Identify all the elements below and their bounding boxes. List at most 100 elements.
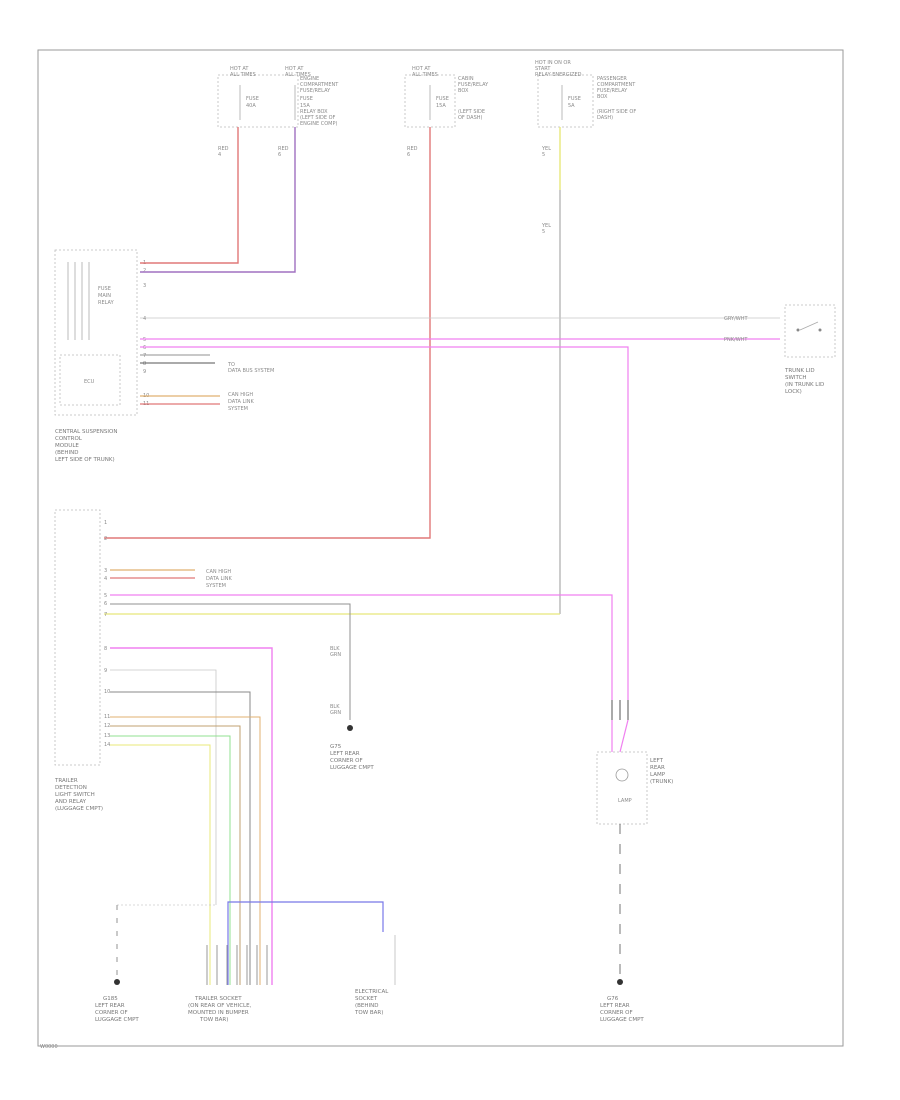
module-1-pins: 1 2 3 4 5 6 7 8 9 10 11 (143, 260, 149, 407)
svg-text:2: 2 (143, 268, 146, 274)
svg-text:MOUNTED IN BUMPER: MOUNTED IN BUMPER (188, 1010, 249, 1016)
svg-text:LEFT REAR: LEFT REAR (600, 1003, 630, 1009)
svg-text:RELAY: RELAY (98, 300, 115, 306)
svg-text:5: 5 (104, 593, 107, 599)
svg-text:15A: 15A (436, 103, 446, 109)
svg-text:2: 2 (104, 536, 107, 542)
svg-text:8: 8 (104, 646, 107, 652)
svg-text:6: 6 (104, 601, 107, 607)
svg-text:CONTROL: CONTROL (55, 436, 83, 442)
wire-orange-t11 (110, 716, 261, 985)
svg-text:11: 11 (104, 714, 110, 720)
svg-text:3: 3 (104, 568, 107, 574)
svg-text:14: 14 (104, 742, 110, 748)
svg-text:6: 6 (407, 152, 410, 158)
wire-green-t13 (110, 735, 231, 985)
fuse-block-3: HOT IN ON OR START RELAY ENERGIZED FUSE … (535, 60, 636, 128)
svg-text:CORNER OF: CORNER OF (330, 758, 363, 764)
svg-text:3: 3 (143, 283, 146, 289)
svg-text:GRN: GRN (330, 652, 341, 658)
svg-text:LEFT REAR: LEFT REAR (330, 751, 360, 757)
svg-text:CENTRAL SUSPENSION: CENTRAL SUSPENSION (55, 429, 117, 435)
svg-text:(LUGGAGE CMPT): (LUGGAGE CMPT) (55, 806, 103, 812)
trailer-module: TRAILER DETECTION LIGHT SWITCH AND RELAY… (54, 509, 103, 812)
svg-text:YEL: YEL (541, 146, 551, 152)
svg-text:GRY/WHT: GRY/WHT (724, 316, 748, 322)
svg-text:SWITCH: SWITCH (785, 375, 807, 381)
svg-text:G76: G76 (607, 996, 619, 1002)
svg-text:BOX: BOX (597, 94, 608, 100)
svg-text:(LEFT SIDE: (LEFT SIDE (458, 109, 485, 115)
wire-pink-t8 (110, 647, 273, 985)
svg-text:SYSTEM: SYSTEM (206, 583, 226, 589)
svg-text:REAR: REAR (650, 765, 665, 771)
svg-text:8: 8 (143, 361, 146, 367)
electric-socket: ELECTRICAL SOCKET (BEHIND TOW BAR) (354, 935, 396, 1016)
trailer-connector: TRAILER SOCKET (ON REAR OF VEHICLE, MOUN… (188, 945, 268, 1023)
wire-yellow-t14 (110, 744, 211, 985)
svg-text:HOT AT: HOT AT (285, 66, 304, 72)
svg-text:LIGHT SWITCH: LIGHT SWITCH (55, 792, 95, 798)
svg-text:4: 4 (143, 316, 146, 322)
svg-text:SYSTEM: SYSTEM (228, 406, 248, 412)
trailer-module-pins: 1 2 3 4 5 6 7 8 9 10 11 12 13 14 (104, 520, 110, 748)
ground-g1: BLK GRN BLK GRN G75 LEFT REAR CORNER OF … (330, 646, 374, 771)
svg-text:ALL TIMES: ALL TIMES (412, 72, 438, 78)
svg-text:HOT IN ON OR: HOT IN ON OR (535, 60, 571, 66)
svg-text:6: 6 (278, 152, 281, 158)
svg-text:CAN HIGH: CAN HIGH (228, 392, 253, 398)
svg-text:TRUNK LID: TRUNK LID (784, 368, 815, 374)
svg-text:7: 7 (143, 353, 146, 359)
svg-text:CORNER OF: CORNER OF (95, 1010, 128, 1016)
svg-text:5: 5 (143, 337, 146, 343)
svg-text:TO: TO (227, 362, 235, 368)
svg-text:DATA LINK: DATA LINK (228, 399, 254, 405)
diagram-frame (37, 49, 844, 1047)
footer-code: W0000 (40, 1044, 58, 1050)
fuse-block-2: HOT AT ALL TIMES FUSE 15A CABIN FUSE/REL… (404, 66, 489, 128)
svg-text:13: 13 (104, 733, 110, 739)
svg-text:YEL: YEL (541, 223, 551, 229)
svg-text:CAN HIGH: CAN HIGH (206, 569, 231, 575)
wire-blue (227, 901, 384, 985)
svg-text:(RIGHT SIDE OF: (RIGHT SIDE OF (597, 109, 636, 115)
svg-text:COMPARTMENT: COMPARTMENT (597, 82, 636, 88)
svg-text:FUSE/RELAY: FUSE/RELAY (597, 88, 628, 94)
wire-gray-t9 (110, 669, 217, 905)
svg-text:LUGGAGE CMPT: LUGGAGE CMPT (330, 765, 374, 771)
svg-text:FUSE: FUSE (98, 286, 111, 292)
svg-text:PNK/WHT: PNK/WHT (724, 337, 748, 343)
svg-text:START: START (535, 66, 551, 72)
svg-text:FUSE: FUSE (300, 96, 313, 102)
wire-pink-t5 (110, 594, 613, 700)
svg-text:ALL TIMES: ALL TIMES (230, 72, 256, 78)
svg-text:(BEHIND: (BEHIND (55, 450, 79, 456)
svg-text:ELECTRICAL: ELECTRICAL (355, 989, 389, 995)
svg-text:OF DASH): OF DASH) (458, 115, 483, 121)
svg-text:ENGINE COMP): ENGINE COMP) (300, 121, 337, 127)
svg-text:LAMP: LAMP (650, 772, 666, 778)
svg-text:LUGGAGE CMPT: LUGGAGE CMPT (600, 1017, 644, 1023)
svg-text:5: 5 (542, 229, 545, 235)
svg-text:6: 6 (143, 345, 146, 351)
svg-text:ECU: ECU (84, 379, 95, 385)
svg-text:TRAILER SOCKET: TRAILER SOCKET (194, 996, 242, 1002)
svg-text:SOCKET: SOCKET (355, 996, 378, 1002)
svg-text:RELAY ENERGIZED: RELAY ENERGIZED (535, 72, 582, 78)
svg-text:BOX: BOX (458, 88, 469, 94)
svg-text:LEFT REAR: LEFT REAR (95, 1003, 125, 1009)
svg-text:TOW BAR): TOW BAR) (354, 1010, 383, 1016)
svg-text:LEFT: LEFT (650, 758, 664, 764)
svg-text:(BEHIND: (BEHIND (355, 1003, 379, 1009)
svg-text:TRAILER: TRAILER (54, 778, 78, 784)
svg-text:ENGINE: ENGINE (300, 76, 319, 82)
svg-text:(LEFT SIDE OF: (LEFT SIDE OF (300, 115, 336, 121)
svg-text:9: 9 (104, 668, 107, 674)
svg-text:LUGGAGE CMPT: LUGGAGE CMPT (95, 1017, 139, 1023)
svg-text:RELAY BOX: RELAY BOX (300, 109, 328, 115)
svg-text:G75: G75 (330, 744, 342, 750)
svg-text:DATA BUS SYSTEM: DATA BUS SYSTEM (228, 368, 274, 374)
svg-text:AND RELAY: AND RELAY (55, 799, 87, 805)
svg-text:CABIN: CABIN (458, 76, 474, 82)
